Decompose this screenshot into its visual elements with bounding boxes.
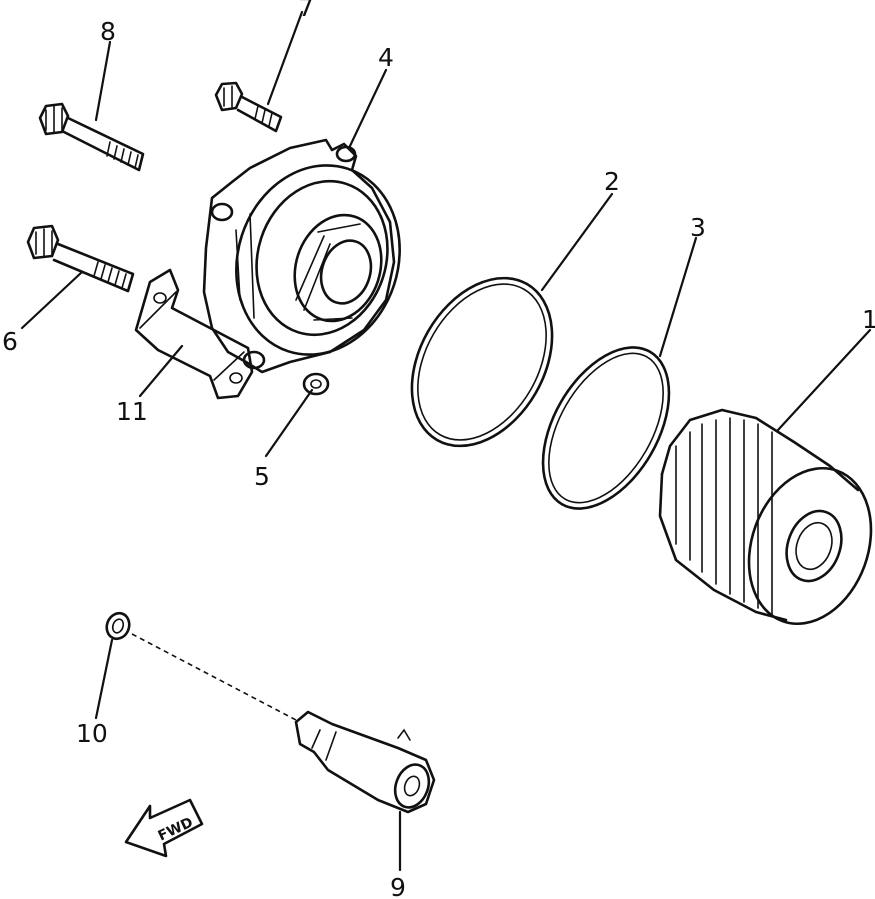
leader-3 (658, 236, 698, 358)
fwd-arrow-label: FWD (156, 815, 196, 845)
alignment-line (131, 633, 297, 721)
leader-2 (540, 192, 614, 292)
callout-4: 4 (378, 43, 394, 72)
callout-1: 1 (862, 305, 875, 334)
leader-7 (266, 10, 304, 106)
callout-6: 6 (2, 327, 18, 356)
leader-lines (20, 10, 872, 872)
bolt-6 (26, 224, 135, 293)
leader-11 (138, 344, 184, 398)
leader-4 (348, 68, 388, 148)
callout-8: 8 (100, 17, 116, 46)
callout-3: 3 (690, 213, 706, 242)
washer-10 (105, 611, 131, 641)
bolt-7 (214, 81, 283, 133)
cover-housing-4 (202, 138, 401, 374)
callout-11: 11 (116, 397, 148, 426)
bracket-11 (134, 268, 254, 400)
leader-8 (94, 40, 112, 122)
fwd-direction-arrow: FWD (124, 798, 204, 858)
relief-valve-9 (294, 710, 436, 814)
o-ring-3 (541, 346, 671, 510)
o-ring-2 (410, 276, 554, 448)
leader-5 (264, 388, 314, 458)
callout-9: 9 (390, 873, 406, 899)
washer-5 (302, 372, 330, 396)
callout-5: 5 (254, 462, 270, 491)
leader-10 (94, 638, 114, 720)
bolt-8 (38, 102, 145, 172)
callout-2: 2 (604, 167, 620, 196)
filter-element-1 (658, 408, 873, 626)
leader-6 (20, 270, 84, 330)
callout-7: 7 (298, 0, 314, 22)
callout-10: 10 (76, 719, 108, 748)
leader-1 (776, 328, 872, 432)
